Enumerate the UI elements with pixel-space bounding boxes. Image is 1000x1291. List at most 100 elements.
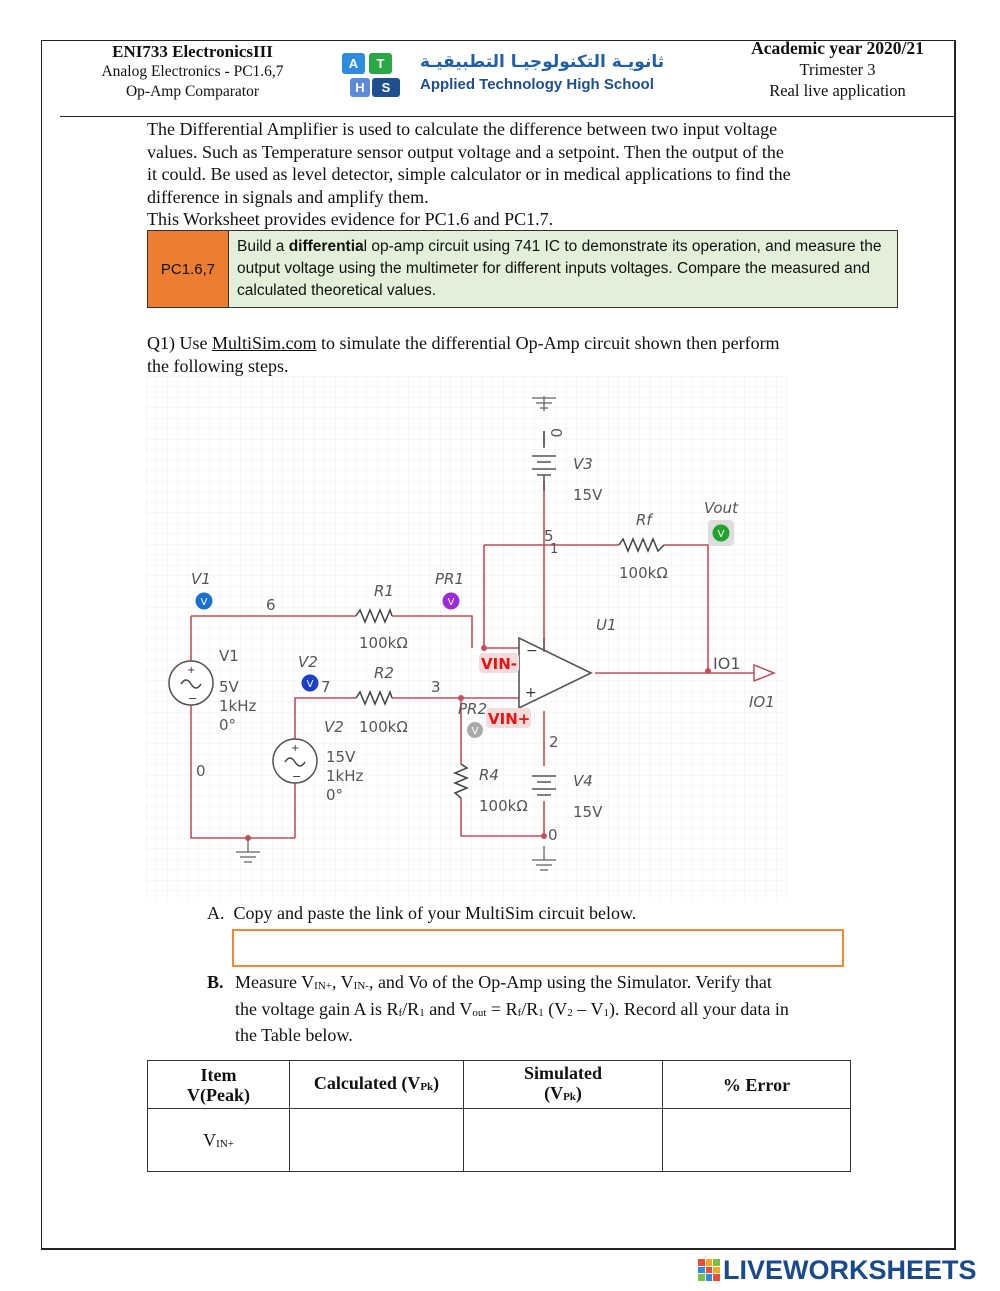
header-left: ENI733 ElectronicsIII Analog Electronics… [60, 42, 325, 102]
step-b-text-part: the Table below. [235, 1025, 353, 1045]
school-logo: A T H S ثانويـة التكنولوجيـا التطبيقيـة … [340, 50, 664, 100]
circuit-labels: 0 V3 15V 5 1 Rf Vout 100kΩ V1 6 R1 PR1 1… [191, 428, 775, 844]
io1-output-arrow [753, 663, 777, 683]
unit-title: Analog Electronics - PC1.6,7 [101, 63, 284, 80]
step-b-text: Measure VIN+, VIN-, and Vo of the Op-Amp… [235, 971, 855, 1047]
v4-value: 15V [573, 803, 603, 821]
col-error: % Error [662, 1060, 851, 1109]
cell-calculated-input[interactable] [289, 1108, 464, 1172]
probe-pr1-letter: V [448, 597, 455, 608]
step-b-text-part: IN+ [314, 980, 332, 992]
node-0-left: 0 [196, 762, 206, 780]
rf-name: Rf [636, 511, 654, 529]
pr2-label: PR2 [458, 700, 487, 718]
step-a-label: A. [207, 903, 225, 923]
node-0-bottom: 0 [548, 826, 558, 844]
step-b-text-part: and V [424, 998, 473, 1019]
col-simulated-text: (V [544, 1082, 564, 1103]
vin-minus-callout: VIN- [479, 653, 519, 673]
vin-plus-label: VIN+ [488, 710, 530, 728]
resistor-r4 [453, 763, 469, 799]
cell-simulated-input[interactable] [463, 1108, 663, 1172]
rf-value: 100kΩ [619, 564, 668, 582]
r1-value: 100kΩ [359, 634, 408, 652]
col-simulated-close: ) [575, 1082, 582, 1103]
v2-amplitude: 15V [326, 748, 356, 766]
battery-v4 [532, 775, 556, 796]
step-b-text-part: 1 [538, 1006, 544, 1019]
ground-symbol [532, 846, 556, 871]
col-simulated-line1: Simulated [523, 1062, 602, 1083]
step-b-text-part: 1 [419, 1006, 425, 1019]
school-name-english: Applied Technology High School [420, 76, 654, 93]
step-b-text-part: = R [486, 998, 518, 1019]
v2-minus-sign: − [292, 770, 301, 783]
wire-nodes [245, 645, 711, 841]
logo-letter-t: T [369, 53, 392, 74]
header-right: Academic year 2020/21 Trimester 3 Real l… [730, 38, 945, 101]
resistor-r2 [355, 689, 393, 706]
v2-phase: 0° [326, 786, 343, 804]
vout-label: Vout [704, 499, 739, 517]
r2-value: 100kΩ [359, 718, 408, 736]
resistor-rf [618, 537, 665, 553]
intro-paragraph: The Differential Amplifier is used to ca… [147, 118, 857, 231]
col-calculated-close: ) [433, 1072, 440, 1093]
step-b-text-part: f [517, 1006, 522, 1019]
row-item-sub: IN+ [216, 1137, 234, 1150]
pc-criteria-box: PC1.6,7 Build a differential op-amp circ… [147, 230, 898, 308]
v1-plus-sign: + [187, 665, 195, 676]
col-simulated: Simulated(VPk) [463, 1060, 663, 1109]
noninverting-pin-sign: + [525, 685, 537, 701]
step-b-label: B. [207, 972, 224, 992]
v3-name: V3 [573, 455, 593, 473]
step-b-text-part: f [398, 1006, 403, 1019]
probe-v2: V [301, 674, 319, 692]
col-calculated: Calculated (VPk) [289, 1060, 464, 1109]
step-b-text-part: (V [543, 998, 568, 1019]
pc-description: Build a differential op-amp circuit usin… [229, 231, 897, 307]
v2-probe-label: V2 [298, 653, 318, 671]
v1-phase: 0° [219, 716, 236, 734]
v3-value: 15V [573, 486, 603, 504]
col-simulated-sub: Pk [563, 1090, 576, 1103]
probe-v1-letter: V [201, 597, 208, 608]
page-frame [41, 40, 956, 1250]
multisim-link-input[interactable] [232, 929, 844, 967]
multisim-link[interactable]: MultiSim.com [212, 333, 317, 353]
grid-background [146, 376, 788, 900]
step-b-text-part: /R [521, 998, 539, 1019]
intro-line: it could. Be used as level detector, sim… [147, 164, 791, 184]
node-6: 6 [266, 596, 276, 614]
node-7: 7 [321, 678, 331, 696]
liveworksheets-text: LIVEWORKSHEETS [723, 1254, 977, 1285]
cell-error-input[interactable] [662, 1108, 851, 1172]
intro-line: values. Such as Temperature sensor outpu… [147, 141, 784, 162]
circuit-diagram: − + + − + − V V V V V 0 V3 15V [146, 376, 788, 900]
r4-name: R4 [479, 766, 499, 784]
step-a-text: Copy and paste the link of your MultiSim… [233, 903, 637, 923]
vin-plus-callout: VIN+ [486, 708, 531, 728]
wires [190, 431, 754, 839]
intro-line: The Differential Amplifier is used to ca… [147, 119, 778, 139]
application-type: Real live application [769, 81, 906, 100]
topic-title: Op-Amp Comparator [125, 83, 259, 100]
ground-symbol [236, 838, 260, 863]
probe-v1: V [195, 592, 213, 610]
logo-letter-s: S [372, 78, 400, 97]
v2-name: V2 [324, 718, 344, 736]
probe-pr2: V [467, 722, 483, 738]
logo-letter-h: H [350, 78, 370, 97]
step-b-text-part: ). Record all your data in [608, 998, 789, 1019]
source-v1: + − [168, 660, 214, 706]
row-item-vin-plus: VIN+ [147, 1108, 290, 1172]
v1-minus-sign: − [188, 692, 197, 705]
inverting-pin-sign: − [526, 643, 538, 659]
pc-code: PC1.6,7 [148, 231, 229, 307]
probe-vout-letter: V [718, 529, 725, 540]
v1-amplitude: 5V [219, 678, 240, 696]
probe-vout: V [708, 520, 734, 546]
node-2: 2 [549, 733, 559, 751]
